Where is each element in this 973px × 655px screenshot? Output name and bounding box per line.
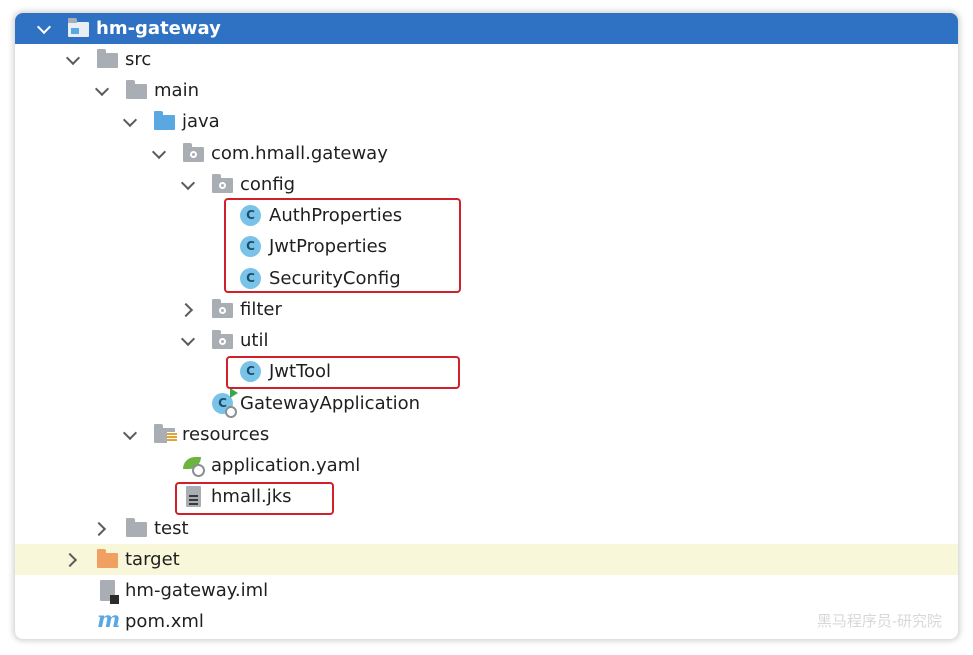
chevron-down-icon[interactable]	[65, 50, 81, 66]
tree-node-test[interactable]: test	[15, 513, 958, 544]
tree-node-application-yaml[interactable]: application.yaml	[15, 450, 958, 481]
excluded-folder-icon	[97, 549, 119, 571]
class-icon: C	[240, 205, 262, 227]
highlight-box-jwt-tool	[226, 356, 460, 389]
spring-boot-class-icon: C	[212, 388, 238, 418]
tree-node-filter[interactable]: filter	[15, 294, 958, 325]
tree-node-config[interactable]: config	[15, 169, 958, 200]
tree-node-resources[interactable]: resources	[15, 419, 958, 450]
tree-node-hm-gateway[interactable]: hm-gateway	[15, 13, 958, 44]
tree-node-label: SecurityConfig	[269, 268, 401, 289]
tree-node-label: resources	[182, 424, 270, 445]
tree-node-package[interactable]: com.hmall.gateway	[15, 138, 958, 169]
tree-node-hmall-jks[interactable]: hmall.jks	[15, 481, 958, 512]
spring-yaml-icon	[183, 455, 205, 477]
tree-node-label: pom.xml	[125, 611, 204, 632]
tree-node-label: com.hmall.gateway	[211, 143, 388, 164]
folder-icon	[126, 80, 148, 102]
tree-node-label: target	[125, 549, 180, 570]
tree-node-label: src	[125, 49, 152, 70]
module-file-icon	[97, 580, 119, 604]
tree-node-label: test	[154, 518, 189, 539]
tree-node-label: main	[154, 80, 199, 101]
chevron-right-icon[interactable]	[91, 521, 107, 537]
package-icon	[212, 174, 234, 196]
tree-node-label: hm-gateway	[96, 18, 221, 39]
tree-node-gateway-application[interactable]: C GatewayApplication	[15, 388, 958, 419]
chevron-right-icon[interactable]	[178, 302, 194, 318]
package-icon	[212, 330, 234, 352]
highlight-box-hmall-jks	[175, 482, 334, 515]
chevron-down-icon[interactable]	[122, 425, 138, 441]
text-file-icon	[183, 486, 205, 508]
tree-node-src[interactable]: src	[15, 44, 958, 75]
tree-node-jwt-tool[interactable]: C JwtTool	[15, 356, 958, 387]
class-icon: C	[240, 236, 262, 258]
resources-folder-icon	[154, 424, 177, 446]
tree-node-jwt-properties[interactable]: C JwtProperties	[15, 231, 958, 262]
tree-node-label: config	[240, 174, 296, 195]
source-folder-icon	[154, 111, 176, 133]
tree-node-label: application.yaml	[211, 455, 361, 476]
tree-node-auth-properties[interactable]: C AuthProperties	[15, 200, 958, 231]
tree-node-label: filter	[240, 299, 282, 320]
chevron-right-icon[interactable]	[62, 552, 78, 568]
tree-node-main[interactable]: main	[15, 75, 958, 106]
chevron-down-icon[interactable]	[36, 19, 52, 35]
tree-node-label: util	[240, 330, 269, 351]
watermark: 黑马程序员-研究院	[816, 612, 942, 630]
chevron-down-icon[interactable]	[122, 112, 138, 128]
module-folder-icon	[68, 18, 90, 40]
tree-node-label: AuthProperties	[269, 205, 403, 226]
tree-node-label: JwtProperties	[269, 236, 388, 257]
highlight-box-config-classes	[224, 198, 461, 293]
folder-icon	[97, 49, 119, 71]
chevron-down-icon[interactable]	[180, 331, 196, 347]
class-icon: C	[240, 268, 262, 290]
tree-node-label: JwtTool	[269, 361, 332, 382]
class-icon: C	[240, 361, 262, 383]
project-tree-panel: hm-gateway src main java com.hmall.gatew…	[15, 13, 958, 639]
maven-icon: m	[97, 607, 121, 633]
tree-node-label: java	[182, 111, 220, 132]
package-icon	[212, 299, 234, 321]
tree-node-target[interactable]: target	[15, 544, 958, 575]
tree-node-pom[interactable]: m pom.xml	[15, 606, 958, 637]
chevron-down-icon[interactable]	[180, 175, 196, 191]
package-icon	[183, 143, 205, 165]
chevron-down-icon[interactable]	[94, 81, 110, 97]
tree-node-util[interactable]: util	[15, 325, 958, 356]
chevron-down-icon[interactable]	[151, 144, 167, 160]
folder-icon	[126, 518, 148, 540]
tree-node-java[interactable]: java	[15, 106, 958, 137]
tree-node-security-config[interactable]: C SecurityConfig	[15, 263, 958, 294]
tree-node-label: hm-gateway.iml	[125, 580, 269, 601]
tree-node-label: hmall.jks	[211, 486, 292, 507]
tree-node-iml[interactable]: hm-gateway.iml	[15, 575, 958, 606]
tree-node-label: GatewayApplication	[240, 393, 421, 414]
